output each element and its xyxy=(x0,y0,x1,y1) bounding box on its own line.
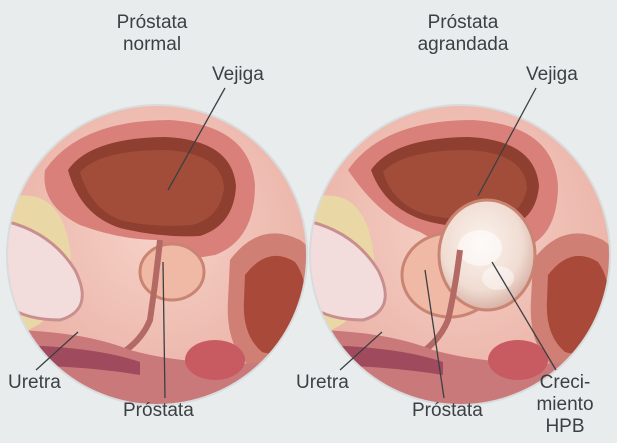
right-title: Próstata agrandada xyxy=(418,12,509,56)
right-prostate-label: Próstata xyxy=(412,400,483,422)
right-bph-growth-label: Creci- miento HPB xyxy=(536,372,593,438)
left-urethra-label: Uretra xyxy=(8,372,61,394)
right-growth-line3: HPB xyxy=(536,416,593,438)
right-urethra-label: Uretra xyxy=(296,372,349,394)
right-growth-line2: miento xyxy=(536,394,593,416)
left-title: Próstata normal xyxy=(117,12,188,56)
left-title-line2: normal xyxy=(117,34,188,56)
right-title-line2: agrandada xyxy=(418,34,509,56)
right-title-line1: Próstata xyxy=(418,12,509,34)
left-prostate-label: Próstata xyxy=(123,400,194,422)
right-growth-line1: Creci- xyxy=(536,372,593,394)
right-bladder-label: Vejiga xyxy=(526,64,578,86)
left-title-line1: Próstata xyxy=(117,12,188,34)
left-bladder-label: Vejiga xyxy=(212,64,264,86)
